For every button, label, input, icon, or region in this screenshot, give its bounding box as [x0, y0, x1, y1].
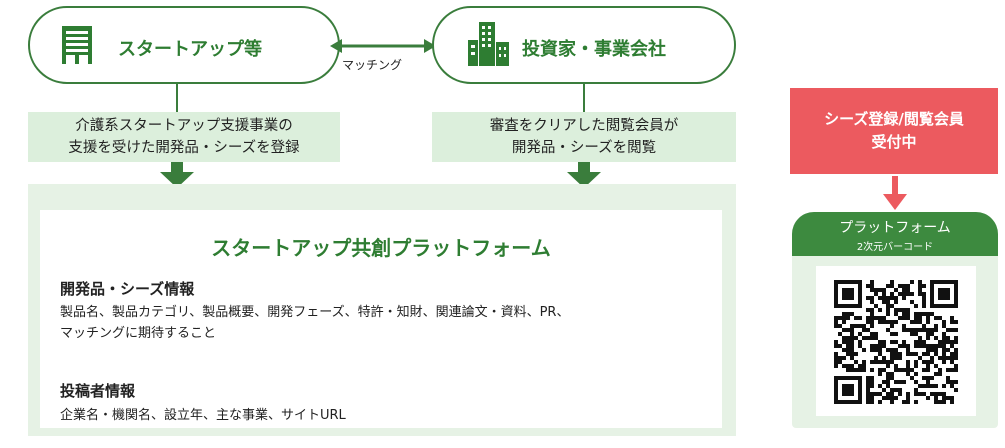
desc-left: 介護系スタートアップ支援事業の 支援を受けた開発品・シーズを登録 [28, 112, 340, 162]
seeds-info-body: 製品名、製品カテゴリ、製品概要、開発フェーズ、特許・知財、関連論文・資料、PR、… [60, 302, 710, 344]
desc-left-line2: 支援を受けた開発品・シーズを登録 [68, 140, 300, 156]
matching-double-arrow [330, 39, 436, 53]
startup-node: スタートアップ等 [28, 6, 340, 84]
poster-info-heading: 投稿者情報 [60, 382, 136, 400]
signup-banner[interactable]: シーズ登録/閲覧会員 受付中 [790, 88, 998, 174]
investor-node: 投資家・事業会社 [432, 6, 736, 84]
qr-code-icon[interactable] [834, 280, 958, 404]
signup-line1: シーズ登録/閲覧会員 [824, 110, 964, 128]
left-connector-line [176, 84, 178, 112]
seeds-info-heading: 開発品・シーズ情報 [60, 280, 195, 298]
qr-subtitle: 2次元バーコード [856, 242, 934, 253]
right-down-arrow [567, 162, 601, 188]
desc-right-line1: 審査をクリアした閲覧会員が [489, 118, 679, 134]
seeds-info-line2: マッチングに期待すること [60, 326, 217, 341]
left-down-arrow [160, 162, 194, 188]
seeds-info-line1: 製品名、製品カテゴリ、製品概要、開発フェーズ、特許・知財、関連論文・資料、PR、 [60, 305, 570, 320]
qr-title: プラットフォーム [839, 220, 951, 236]
signup-line2: 受付中 [871, 133, 917, 151]
office-buildings-icon [468, 22, 509, 66]
matching-label: マッチング [342, 58, 403, 72]
desc-right: 審査をクリアした閲覧会員が 開発品・シーズを閲覧 [432, 112, 736, 162]
desc-right-line2: 開発品・シーズを閲覧 [511, 140, 657, 156]
platform-title: スタートアップ共創プラットフォーム [211, 236, 551, 260]
poster-info-body: 企業名・機関名、設立年、主な事業、サイトURL [60, 405, 710, 426]
building-icon [62, 26, 92, 64]
startup-title: スタートアップ等 [118, 39, 262, 60]
desc-left-line1: 介護系スタートアップ支援事業の [75, 118, 293, 134]
poster-info-line1: 企業名・機関名、設立年、主な事業、サイトURL [60, 408, 346, 423]
right-connector-line [583, 84, 585, 112]
qr-panel-header: プラットフォーム 2次元バーコード [792, 212, 998, 256]
platform-panel [40, 210, 722, 428]
investor-title: 投資家・事業会社 [522, 39, 666, 60]
signup-down-arrow [883, 176, 907, 210]
